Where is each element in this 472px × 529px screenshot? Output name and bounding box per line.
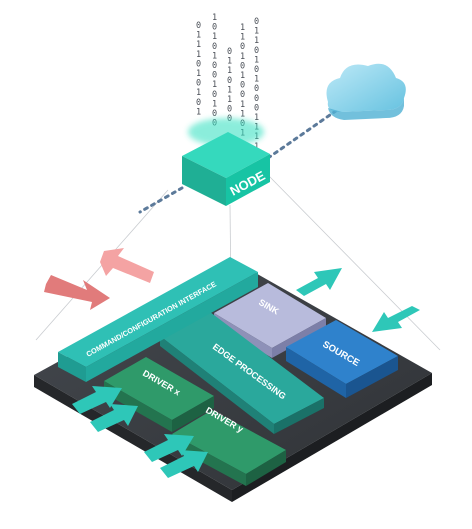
arrow-down-left-icon (372, 306, 420, 332)
driver-y-arrow-in-icon (160, 450, 208, 478)
edge-processing-block: EDGE PROCESSING (160, 312, 324, 434)
cloud-icon (326, 63, 406, 120)
driver-x-arrow-out-icon (72, 386, 122, 414)
arrow-up-right-icon (296, 268, 342, 296)
driver-y-arrow-out-icon (144, 434, 194, 462)
node-cube: NODE (182, 132, 270, 206)
node-cloud-link (266, 106, 342, 160)
source-block: SOURCE (286, 320, 398, 398)
arrow-icon (72, 268, 420, 478)
driver-x-block: DRIVER x (104, 357, 214, 432)
node-links (138, 106, 342, 214)
node-platform-link (138, 186, 184, 214)
stream-glow (188, 118, 264, 146)
driver-x-arrow-in-icon (90, 404, 138, 432)
binary-stream-3: 01101100 (227, 47, 232, 124)
bidirectional-arrow-icon (44, 248, 154, 310)
sink-block: SINK (214, 283, 326, 358)
driver-y-block: DRIVER y (172, 405, 286, 486)
